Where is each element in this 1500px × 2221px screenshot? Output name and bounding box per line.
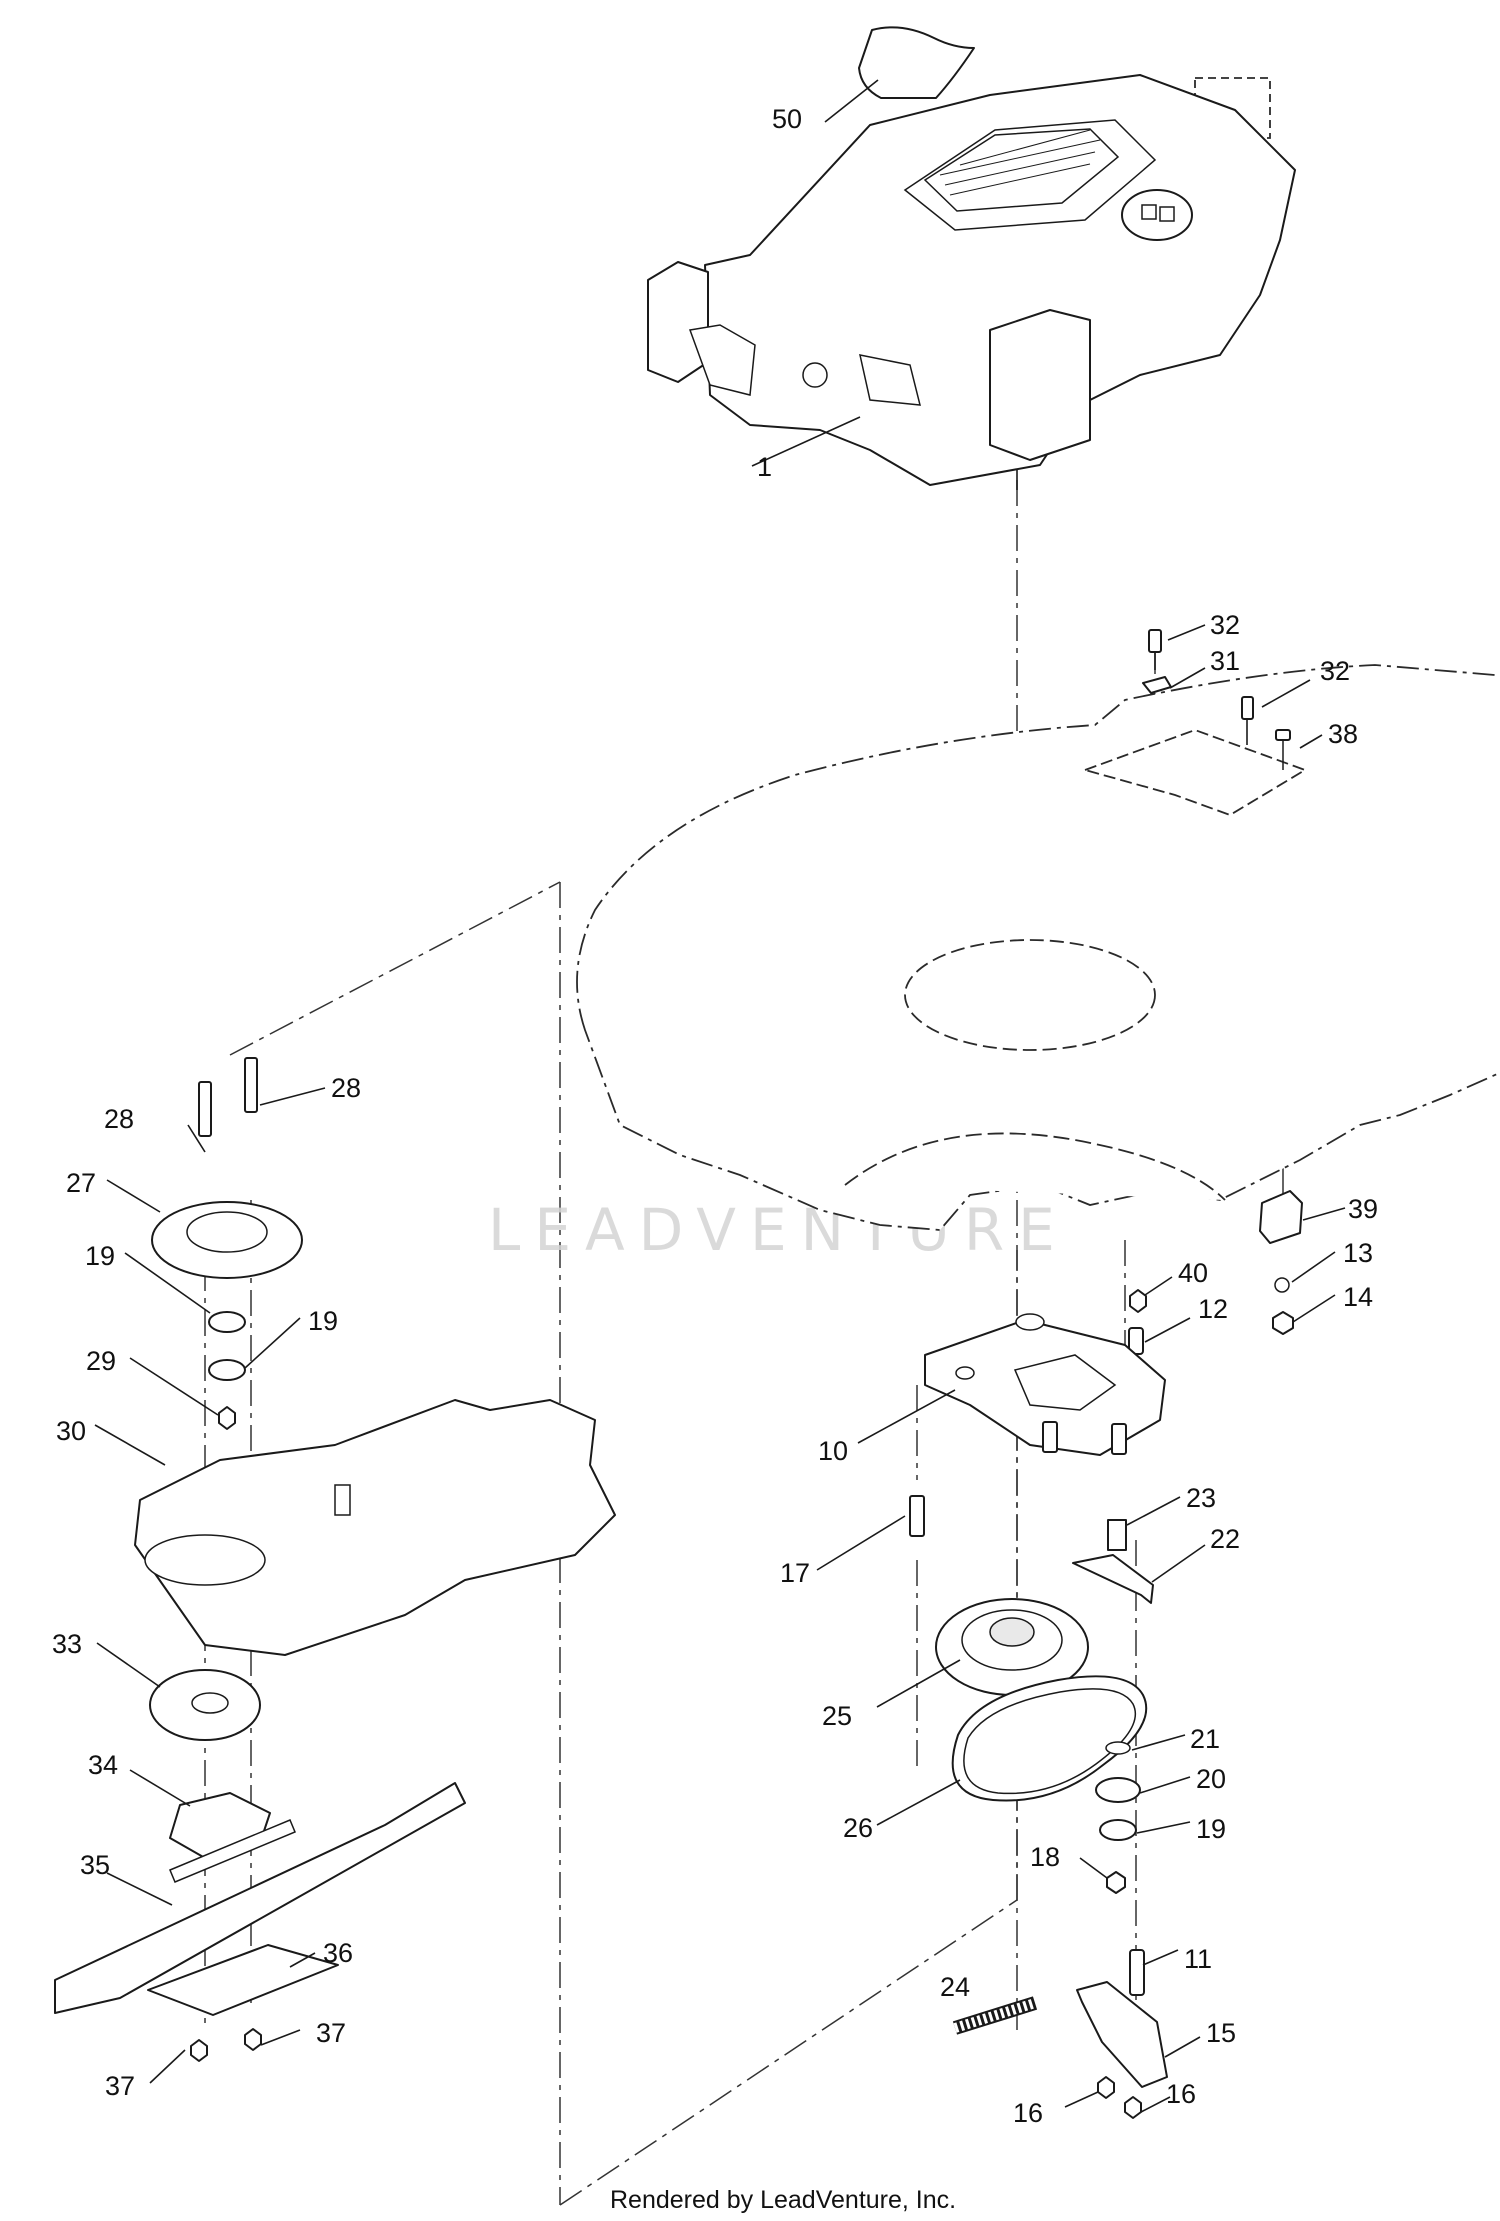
callout-19: 19 [308,1306,338,1336]
callout-16: 16 [1166,2079,1196,2109]
callout-28: 28 [331,1073,361,1103]
callout-19: 19 [85,1241,115,1271]
callout-10: 10 [818,1436,848,1466]
callout-labels: 50 1 32 31 32 38 28 28 27 19 19 29 30 39… [52,104,1378,2128]
part-spindle-stack [1095,1741,1145,1996]
callout-39: 39 [1348,1194,1378,1224]
callout-28: 28 [104,1104,134,1134]
callout-34: 34 [88,1750,118,1780]
callout-40: 40 [1178,1258,1208,1288]
callout-35: 35 [80,1850,110,1880]
callout-13: 13 [1343,1238,1373,1268]
callout-25: 25 [822,1701,852,1731]
callout-37: 37 [316,2018,346,2048]
callout-21: 21 [1190,1724,1220,1754]
callout-31: 31 [1210,646,1240,676]
deck-hardware [1128,629,1303,1355]
callout-50: 50 [772,104,802,134]
part-lower-blade-stack [54,1669,466,2062]
callout-16: 16 [1013,2098,1043,2128]
callout-36: 36 [323,1938,353,1968]
part-spring-24 [952,1996,1038,2035]
part-idler-22-23 [1072,1519,1154,1604]
part-housing-30 [134,1399,616,1656]
callout-26: 26 [843,1813,873,1843]
part-arm-15 [1076,1981,1168,2119]
callout-30: 30 [56,1416,86,1446]
callout-17: 17 [780,1558,810,1588]
callout-32: 32 [1320,656,1350,686]
callout-37: 37 [105,2071,135,2101]
callout-27: 27 [66,1168,96,1198]
callout-38: 38 [1328,719,1358,749]
callout-19: 19 [1196,1814,1226,1844]
callout-24: 24 [940,1972,970,2002]
part-bracket-10 [909,1313,1166,1537]
part-pulley-25 [935,1598,1089,1696]
part-blade-adapter-stack [151,1057,303,1430]
callout-12: 12 [1198,1294,1228,1324]
callout-14: 14 [1343,1282,1373,1312]
callout-22: 22 [1210,1524,1240,1554]
part-belt-26 [951,1675,1148,1802]
callout-23: 23 [1186,1483,1216,1513]
footer-credit: Rendered by LeadVenture, Inc. [610,2186,956,2214]
callout-20: 20 [1196,1764,1226,1794]
part-mower-deck [576,664,1500,1231]
callout-11: 11 [1184,1944,1212,1974]
watermark-brand-text: LEADVENTURE [488,1196,1069,1264]
callout-33: 33 [52,1629,82,1659]
callout-15: 15 [1206,2018,1236,2048]
part-engine-1 [647,74,1296,490]
callout-29: 29 [86,1346,116,1376]
leader-lines [94,79,1346,2113]
callout-18: 18 [1030,1842,1060,1872]
callout-1: 1 [757,452,772,482]
callout-32: 32 [1210,610,1240,640]
